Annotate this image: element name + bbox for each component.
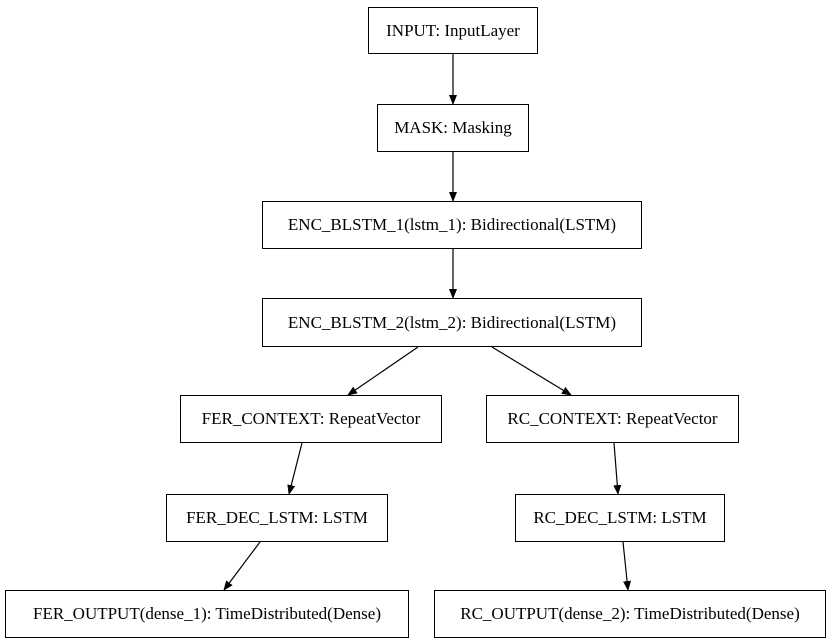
node-rc-dec-lstm: RC_DEC_LSTM: LSTM [515,494,725,542]
edge-rc-dec-lstm-to-rc-output [622,541,632,591]
edge-rc-context-to-rc-dec-lstm [613,442,622,495]
edge-fer-dec-lstm-to-fer-output [223,541,261,591]
edge-enc-blstm-2-to-fer-context [347,346,419,396]
node-input: INPUT: InputLayer [368,7,538,54]
node-enc-blstm-1: ENC_BLSTM_1(lstm_1): Bidirectional(LSTM) [262,201,642,249]
node-fer-output: FER_OUTPUT(dense_1): TimeDistributed(Den… [5,590,409,638]
edge-enc-blstm-2-to-rc-context [491,346,572,396]
node-fer-context: FER_CONTEXT: RepeatVector [180,395,442,443]
node-rc-context: RC_CONTEXT: RepeatVector [486,395,739,443]
node-rc-output: RC_OUTPUT(dense_2): TimeDistributed(Dens… [434,590,826,638]
node-fer-dec-lstm: FER_DEC_LSTM: LSTM [166,494,388,542]
node-enc-blstm-2: ENC_BLSTM_2(lstm_2): Bidirectional(LSTM) [262,298,642,347]
node-mask: MASK: Masking [377,104,529,152]
edge-fer-context-to-fer-dec-lstm [287,442,303,495]
